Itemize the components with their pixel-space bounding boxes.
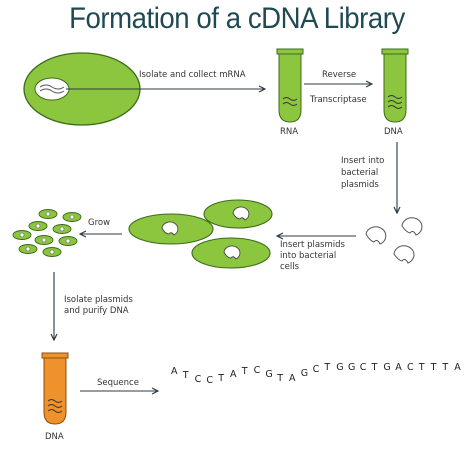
page-title: Formation of a cDNA Library: [69, 2, 405, 35]
sequence-letter: T: [276, 373, 283, 384]
sequence-letter: G: [301, 368, 308, 379]
label-reverse: Reverse: [322, 70, 357, 80]
sequence-letter: G: [265, 369, 272, 380]
sequence-letter: C: [195, 374, 202, 385]
sequence-letter: A: [454, 362, 461, 373]
label-transcriptase: Transcriptase: [310, 95, 367, 105]
sequence-letter: G: [336, 362, 343, 373]
sequence-letter: T: [241, 366, 248, 377]
label-into-bacterial: into bacterial: [280, 251, 337, 261]
sequence-letter: C: [254, 365, 261, 376]
label-cells: cells: [280, 262, 300, 272]
label-dna-top: DNA: [384, 127, 403, 137]
label-insert-plasmids: Insert plasmids: [280, 240, 345, 250]
label-bacterial: bacterial: [341, 168, 379, 178]
bacterial-colony-icon: [12, 209, 82, 257]
plasmids-icon: [365, 217, 423, 264]
sequence-letter: T: [430, 362, 437, 373]
label-plasmids: plasmids: [341, 180, 379, 190]
sequence-letter: C: [313, 364, 320, 375]
sequence-letter: G: [348, 362, 355, 373]
sequence-letter: G: [383, 362, 390, 373]
label-dna-bottom: DNA: [45, 432, 64, 442]
rna-tube-icon: [276, 48, 304, 123]
sequence-letter: T: [182, 370, 189, 381]
sequence-letter: C: [206, 375, 213, 386]
sequence-letter: A: [289, 373, 296, 384]
sequence-letter: T: [323, 362, 330, 373]
sequence-letter: C: [360, 362, 367, 373]
sequence-letter: C: [407, 362, 414, 373]
sequence-letter: A: [171, 366, 178, 377]
sequence-letter: T: [217, 373, 224, 384]
sequence-letter: A: [395, 362, 402, 373]
label-isolate-mrna: Isolate and collect mRNA: [139, 70, 246, 80]
bacterial-cells-icon: [128, 199, 273, 269]
sequence-letter: T: [418, 362, 425, 373]
sequence-letter: A: [230, 369, 237, 380]
label-rna: RNA: [280, 127, 299, 137]
label-isolate-plasmids: Isolate plasmids: [64, 295, 133, 305]
dna-tube-icon: [381, 48, 409, 123]
dna-tube-orange-icon: [41, 352, 69, 425]
label-insert-into: Insert into: [341, 156, 385, 166]
label-grow: Grow: [88, 218, 111, 228]
sequence-letter: T: [441, 362, 448, 373]
sequence-letter: T: [371, 362, 378, 373]
label-sequence: Sequence: [97, 378, 139, 388]
label-purify-dna: and purify DNA: [64, 306, 129, 316]
